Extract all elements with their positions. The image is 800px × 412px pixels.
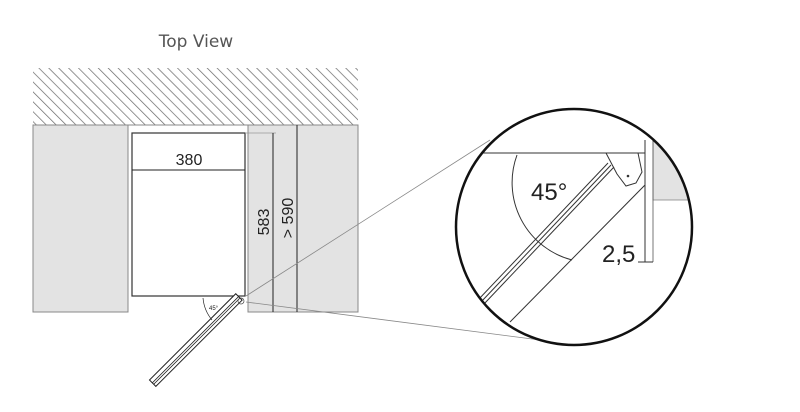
niche-depth-label: > 590	[280, 198, 297, 239]
hinge-icon	[237, 297, 245, 305]
detail-magnifier	[454, 107, 694, 347]
detail-angle-label: 45°	[531, 179, 567, 206]
detail-gap-label: 2,5	[602, 241, 635, 268]
left-cabinet	[32, 124, 129, 313]
angle-arc	[202, 297, 213, 321]
leader-line-top	[245, 139, 491, 297]
leader-line-bottom	[245, 301, 541, 341]
appliance-body	[131, 132, 246, 297]
wall-hatch	[33, 68, 358, 125]
diagram-title: Top View	[158, 32, 234, 52]
width-label: 380	[176, 152, 203, 169]
right-cabinet	[247, 124, 359, 313]
door-angle-label: 45°	[209, 306, 219, 312]
depth-label: 583	[256, 209, 273, 236]
open-door	[148, 293, 243, 388]
